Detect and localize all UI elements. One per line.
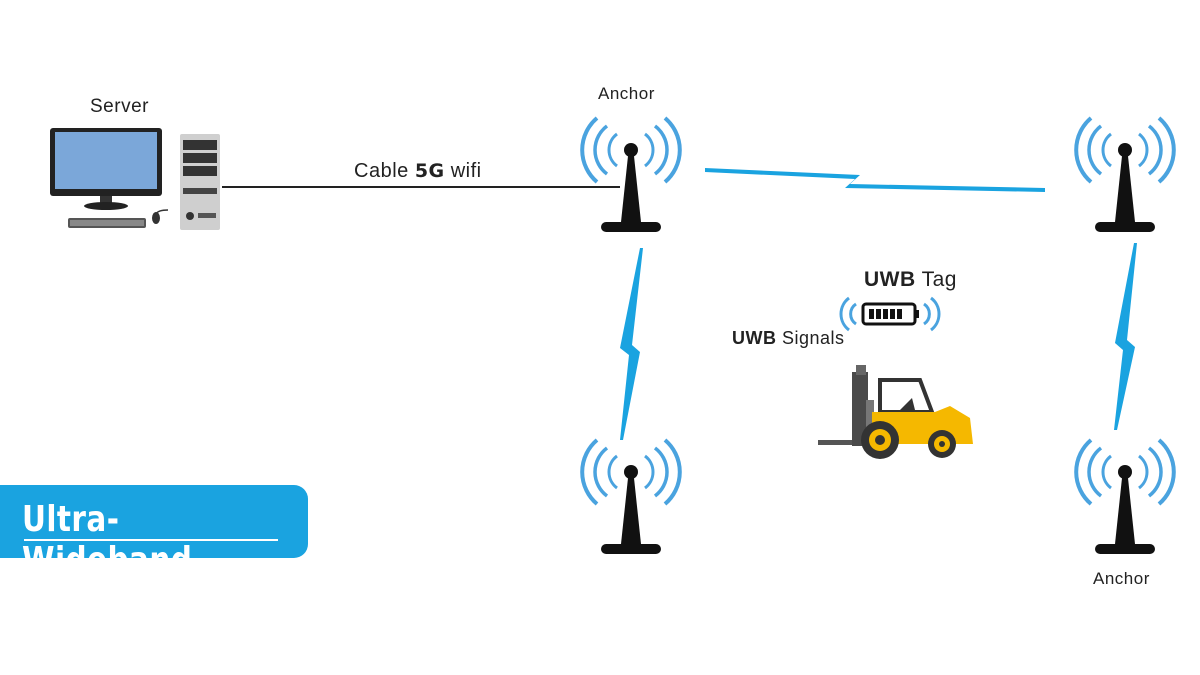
- uwb-signals-label-rest: Signals: [782, 328, 845, 348]
- uwb-tag-label: UWB Tag: [864, 268, 957, 292]
- title-badge: Ultra-Wideband: [0, 485, 308, 581]
- title-text: Ultra-Wideband: [22, 499, 193, 581]
- cable-label-5g: 5G: [414, 160, 445, 182]
- title-underline: [24, 539, 278, 541]
- server-label: Server: [90, 96, 149, 117]
- uwb-tag-icon: [839, 296, 941, 332]
- signal-link-left: [620, 248, 643, 440]
- cable-label-suffix: wifi: [450, 160, 482, 182]
- anchor-tower-top-left: [580, 116, 682, 234]
- anchor-tower-bottom-left: [580, 438, 682, 556]
- anchor-tower-top-right: [1074, 116, 1176, 234]
- anchor-tower-bottom-right: [1074, 438, 1176, 556]
- uwb-signals-label-bold: UWB: [732, 328, 777, 348]
- forklift-icon: [818, 365, 973, 459]
- server-computer-icon: [50, 128, 220, 230]
- anchor-label-top: Anchor: [598, 84, 655, 103]
- uwb-tag-label-bold: UWB: [864, 268, 916, 291]
- uwb-tag-label-rest: Tag: [921, 268, 957, 291]
- signal-link-right: [1114, 243, 1137, 430]
- signal-link-top: [705, 168, 1045, 192]
- cable-5g-wifi-label: Cable 5G wifi: [354, 160, 482, 183]
- cable-label-prefix: Cable: [354, 160, 409, 182]
- anchor-label-bottom: Anchor: [1093, 569, 1150, 588]
- uwb-signals-label: UWB Signals: [732, 328, 845, 349]
